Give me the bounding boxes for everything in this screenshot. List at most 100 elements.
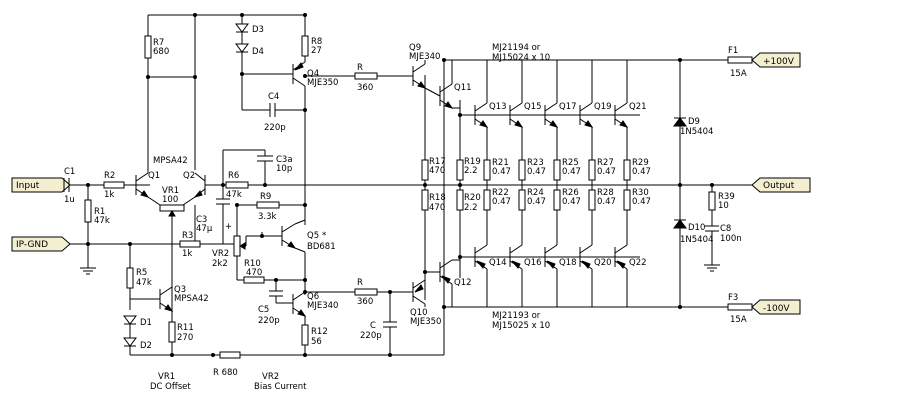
emitter-resistor bbox=[483, 127, 491, 185]
emitter-resistor-value: 0.47 bbox=[527, 197, 546, 207]
q11-ref: Q11 bbox=[454, 83, 472, 93]
r-top-ref: R bbox=[357, 63, 363, 73]
q10-ref: Q10 bbox=[410, 308, 428, 318]
capacitor-c1: C1 1u bbox=[63, 167, 75, 205]
transistor-q11: Q11 bbox=[439, 60, 472, 109]
resistor-r20: R20 2.2 bbox=[456, 185, 481, 213]
output-port: Output bbox=[751, 177, 811, 193]
input-port-label: Input bbox=[16, 181, 40, 191]
transistor-q4: Q4 MJE350 bbox=[242, 56, 338, 225]
emitter-resistor bbox=[588, 127, 596, 185]
output-transistor bbox=[579, 60, 594, 128]
junction-dot bbox=[303, 203, 307, 207]
pos-rail-label: +100V bbox=[763, 57, 795, 67]
emitter-resistor-value: 0.47 bbox=[597, 197, 616, 207]
q10-type: MJE350 bbox=[410, 317, 441, 327]
output-transistor-label: Q14 bbox=[489, 258, 507, 268]
r-bottom-value: 360 bbox=[357, 297, 373, 307]
output-transistor-label: Q16 bbox=[524, 258, 542, 268]
r2-value: 1k bbox=[104, 190, 114, 200]
resistor-r680: R 680 bbox=[213, 351, 241, 378]
capacitor-c4: C4 220p bbox=[242, 92, 305, 133]
emitter-resistor-value: 0.47 bbox=[527, 167, 546, 177]
resistor-r-top: R 360 bbox=[305, 63, 413, 93]
c1-value: 1u bbox=[64, 195, 75, 205]
emitter-resistor-value: 0.47 bbox=[492, 167, 511, 177]
r18-value: 470 bbox=[429, 203, 445, 213]
junction-dot bbox=[303, 13, 307, 17]
r-bottom-ref: R bbox=[357, 278, 363, 288]
ip-gnd-port: IP-GND bbox=[11, 236, 71, 252]
diode-d9: D9 1N5404 bbox=[673, 60, 713, 185]
ports: Input IP-GND Output +100V -100V bbox=[11, 52, 811, 315]
emitter-resistor bbox=[483, 185, 491, 245]
junction-dot bbox=[458, 183, 462, 187]
r680-label: R 680 bbox=[213, 368, 238, 378]
capacitor-c8: C8 100n bbox=[705, 224, 742, 265]
output-transistor-label: Q15 bbox=[524, 102, 542, 112]
r19-ref: R19 bbox=[464, 157, 481, 167]
potentiometer-vr2: VR2 2k2 bbox=[212, 205, 262, 280]
junction-dot bbox=[423, 183, 427, 187]
q1-ref: Q1 bbox=[148, 171, 160, 181]
d2-ref: D2 bbox=[140, 341, 152, 351]
output-transistor bbox=[474, 60, 489, 128]
junction-dot bbox=[458, 255, 462, 259]
r11-ref: R11 bbox=[177, 323, 194, 333]
junction-dot bbox=[388, 353, 392, 357]
c5-ref: C5 bbox=[258, 305, 269, 315]
d9-ref: D9 bbox=[688, 117, 700, 127]
resistor-r39: R39 10 bbox=[708, 185, 735, 226]
junction-dot bbox=[274, 278, 278, 282]
r8-value: 27 bbox=[311, 46, 322, 56]
junction-dot bbox=[303, 278, 307, 282]
r5-ref: R5 bbox=[136, 268, 147, 278]
emitter-resistor-ref: R30 bbox=[632, 188, 649, 198]
d4-ref: D4 bbox=[252, 47, 264, 57]
junction-dot bbox=[193, 75, 197, 79]
output-transistor bbox=[474, 244, 488, 307]
output-transistor bbox=[614, 244, 628, 307]
output-notes: MJ21194 or MJ15024 x 10 MJ21193 or MJ150… bbox=[492, 43, 550, 331]
q5-star: * bbox=[322, 231, 326, 241]
ip-gnd-port-label: IP-GND bbox=[16, 240, 48, 250]
transistor-q2: Q2 bbox=[182, 171, 206, 206]
junction-dot bbox=[678, 58, 682, 62]
emitter-resistor-value: 0.47 bbox=[632, 167, 651, 177]
c4-value: 220p bbox=[264, 123, 286, 133]
transistor-q12: Q12 bbox=[425, 259, 472, 307]
junction-dot bbox=[710, 183, 714, 187]
bottom-note-line2: MJ15025 x 10 bbox=[492, 321, 550, 331]
r6-value: 47k bbox=[226, 190, 242, 200]
emitter-resistor-ref: R29 bbox=[632, 158, 649, 168]
junction-dot bbox=[86, 183, 90, 187]
junction-dots bbox=[86, 13, 714, 357]
junction-dot bbox=[303, 290, 307, 294]
r2-ref: R2 bbox=[104, 171, 115, 181]
r-top-value: 360 bbox=[357, 83, 373, 93]
d10-type: 1N5404 bbox=[680, 235, 713, 245]
capacitor-c3: C3 47µ + bbox=[196, 185, 232, 244]
diode-d2: D2 bbox=[123, 337, 152, 355]
f1-value: 15A bbox=[730, 69, 747, 79]
output-transistor-label: Q17 bbox=[559, 102, 577, 112]
q3-ref: Q3 bbox=[174, 285, 186, 295]
transistor-q6: Q6 MJE340 bbox=[292, 291, 338, 325]
vr2-note-ref: VR2 bbox=[262, 372, 279, 382]
resistor-r18: R18 470 bbox=[421, 185, 446, 213]
output-transistor bbox=[614, 60, 629, 128]
resistor-r7: R7 680 bbox=[144, 35, 195, 78]
capacitor-c-bottom: C 220p bbox=[360, 292, 397, 355]
c4-ref: C4 bbox=[268, 92, 279, 102]
r39-value: 10 bbox=[718, 201, 729, 211]
fuse-f1: F1 15A bbox=[727, 46, 753, 79]
c5-value: 220p bbox=[258, 316, 280, 326]
ground-symbol-zobel bbox=[704, 264, 720, 272]
c1-ref: C1 bbox=[64, 167, 75, 177]
capacitor-c3a: C3a 10p bbox=[222, 149, 293, 185]
junction-dot bbox=[303, 74, 307, 78]
f3-ref: F3 bbox=[728, 293, 738, 303]
diode-d1: D1 bbox=[123, 315, 152, 338]
